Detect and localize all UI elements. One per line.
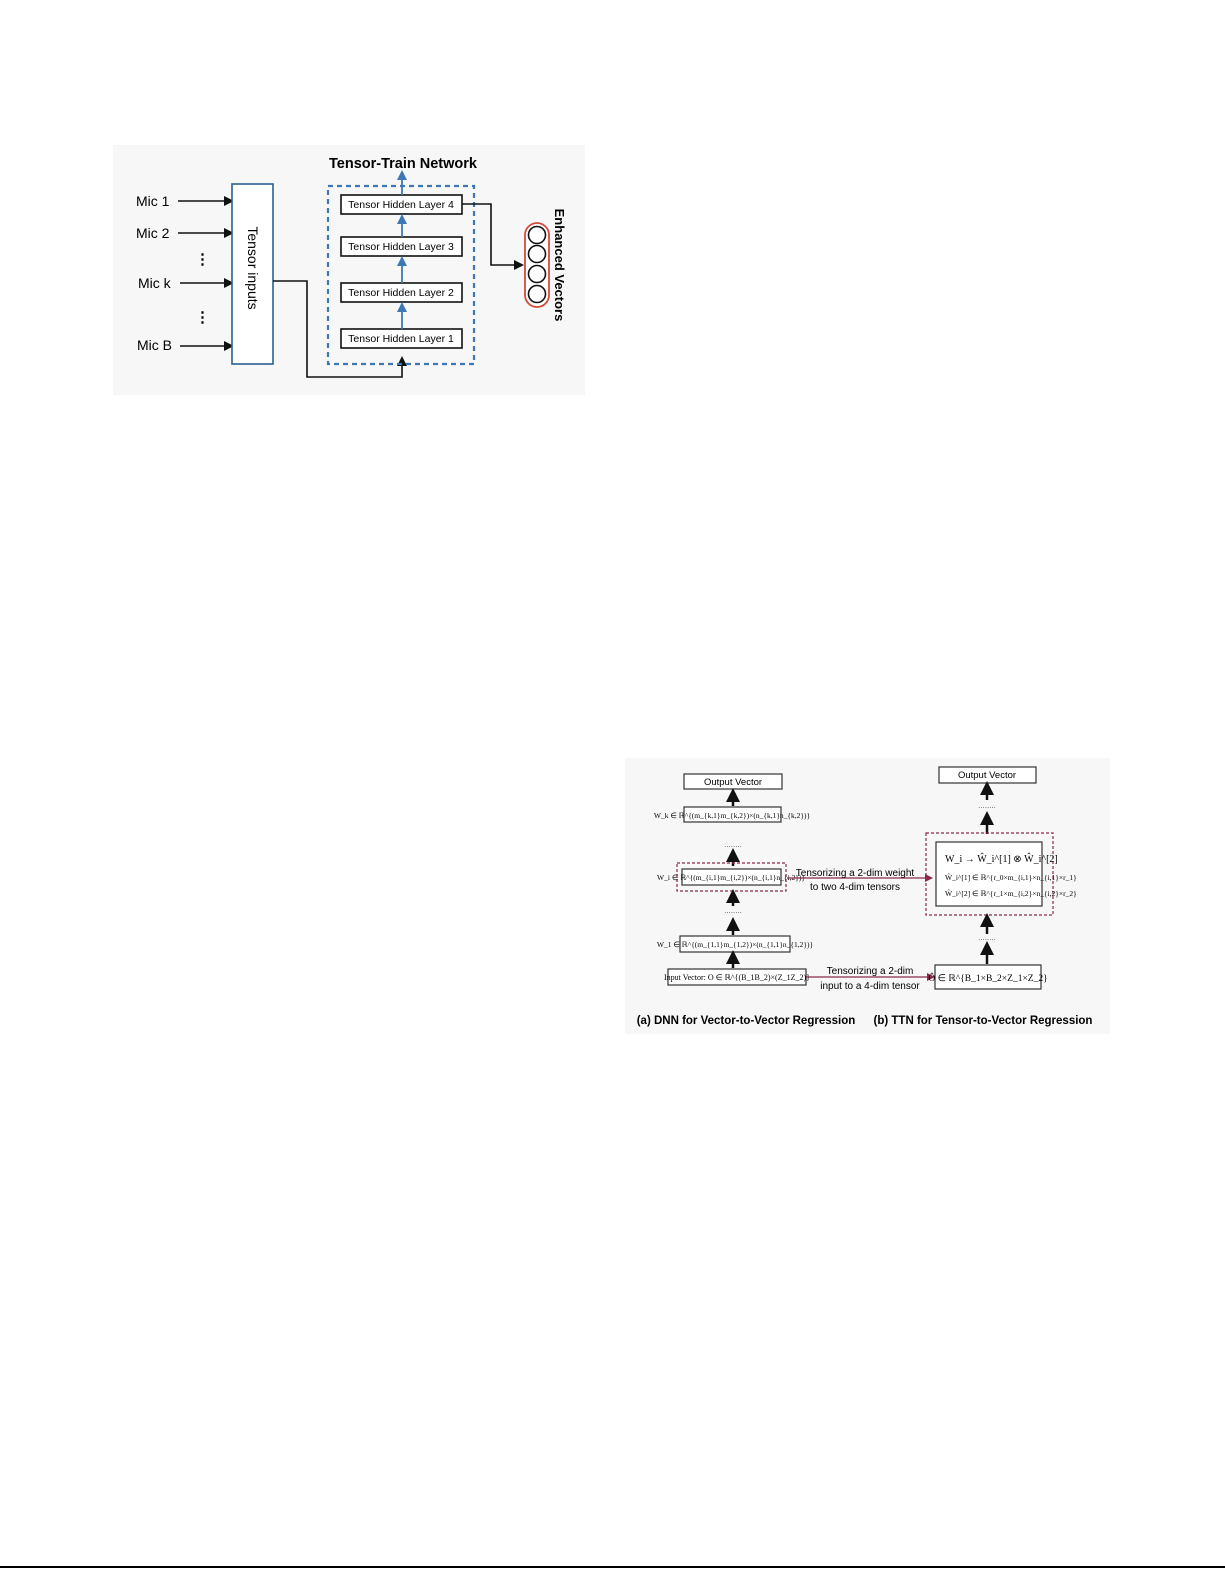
tensorize-input-label-2: input to a 4-dim tensor xyxy=(820,981,920,992)
hidden-layer-4-label: Tensor Hidden Layer 4 xyxy=(348,199,454,211)
page-bottom-rule xyxy=(0,1566,1225,1568)
output-node-4 xyxy=(527,284,547,304)
figure1: Tensor-Train Network Mic 1 Mic 2 Mic k M… xyxy=(136,156,567,378)
ttn-decomposition-label: W_i → Ŵ_i^[1] ⊗ Ŵ_i^[2] xyxy=(945,852,1058,865)
ttn-caption: (b) TTN for Tensor-to-Vector Regression xyxy=(874,1015,1093,1027)
ttn-dots-upper: ........ xyxy=(978,801,996,810)
mic-2-label: Mic 2 xyxy=(136,225,170,241)
ttn-core2-label: Ŵ_i^[2] ∈ ℝ^{r_1×m_{i,2}×n_{i,2}×r_2} xyxy=(945,888,1077,898)
output-connector-arrow xyxy=(462,203,524,270)
tensorize-input-label-1: Tensorizing a 2-dim xyxy=(827,966,914,977)
dnn-wi-box xyxy=(681,868,782,886)
hidden-layer-3-label: Tensor Hidden Layer 3 xyxy=(348,241,454,253)
ttn-core-box xyxy=(935,841,1043,907)
dnn-input-label: Input Vector: O ∈ ℝ^{(B_1B_2)×(Z_1Z_2)} xyxy=(664,973,810,982)
dnn-dots-upper: ........ xyxy=(724,840,742,849)
ttn-output-label: Output Vector xyxy=(958,770,1016,781)
figure1-title: Tensor-Train Network xyxy=(329,156,478,172)
tensorize-weight-label-2: to two 4-dim tensors xyxy=(810,882,900,893)
dnn-w1-label: W_1 ∈ ℝ^{(m_{1,1}m_{1,2})×(n_{1,1}n_{1,2… xyxy=(657,940,813,949)
mic-1-label: Mic 1 xyxy=(136,193,170,209)
tensor-inputs-box xyxy=(231,183,274,365)
ellipsis-upper: ⋮ xyxy=(195,251,210,268)
dnn-caption: (a) DNN for Vector-to-Vector Regression xyxy=(637,1015,856,1027)
dnn-wk-label: W_k ∈ ℝ^{(m_{k,1}m_{k,2})×(n_{k,1}n_{k,2… xyxy=(654,811,810,820)
hidden-layer-2-label: Tensor Hidden Layer 2 xyxy=(348,287,454,299)
ttn-core1-label: Ŵ_i^[1] ∈ ℝ^{r_0×m_{i,1}×n_{i,1}×r_1} xyxy=(945,872,1077,882)
ttn-dots-lower: ........ xyxy=(978,933,996,942)
figure2: Output Vector W_k ∈ ℝ^{(m_{k,1}m_{k,2})×… xyxy=(637,766,1093,1027)
dnn-dots-lower: ........ xyxy=(724,906,742,915)
output-node-2 xyxy=(527,244,547,264)
output-node-3 xyxy=(527,264,547,284)
output-node-1 xyxy=(527,225,547,245)
enhanced-vectors-label: Enhanced Vectors xyxy=(552,209,567,322)
input-connector-arrow xyxy=(273,280,407,378)
dnn-output-label: Output Vector xyxy=(704,777,762,788)
ellipsis-lower: ⋮ xyxy=(195,309,210,326)
ttn-dashed-box xyxy=(326,184,476,366)
dnn-wi-label: W_i ∈ ℝ^{(m_{i,1}m_{i,2})×(n_{i,1}n_{i,2… xyxy=(657,873,805,882)
tensor-inputs-label: Tensor inputs xyxy=(245,226,261,309)
dnn-wk-box xyxy=(683,806,782,823)
mic-k-label: Mic k xyxy=(138,275,172,291)
tensorize-weight-label-1: Tensorizing a 2-dim weight xyxy=(796,868,915,879)
ttn-input-box xyxy=(934,964,1042,990)
hidden-layer-1-label: Tensor Hidden Layer 1 xyxy=(348,333,454,345)
ttn-input-label: Ô ∈ ℝ^{B_1×B_2×Z_1×Z_2} xyxy=(928,972,1047,984)
mic-b-label: Mic B xyxy=(137,337,172,353)
